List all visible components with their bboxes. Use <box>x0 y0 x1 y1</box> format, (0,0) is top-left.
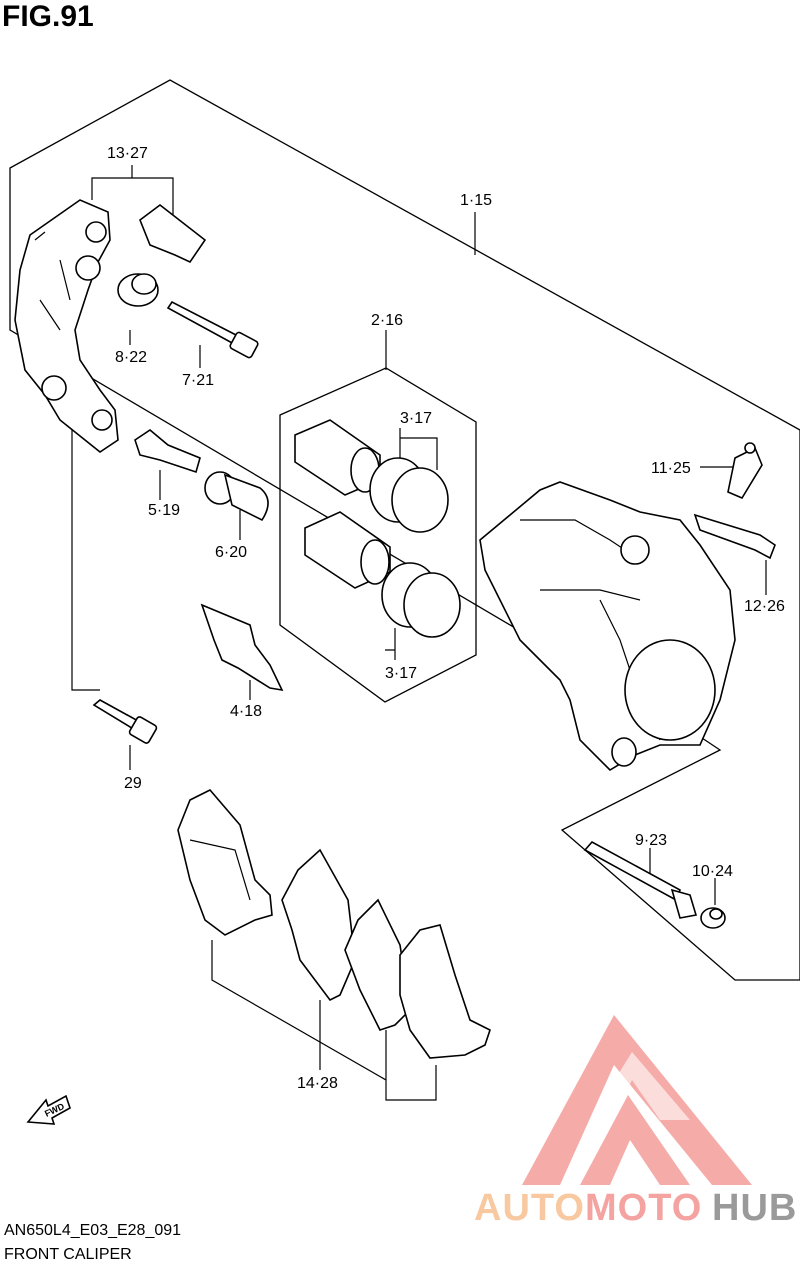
callout-6-20: 6·20 <box>215 544 247 561</box>
watermark-triangle-accent <box>590 1052 690 1120</box>
callout-29: 29 <box>124 775 142 792</box>
caliper-bracket <box>14 199 119 453</box>
pistons <box>294 419 391 589</box>
pad-spring <box>139 203 207 264</box>
bleeder-valve <box>727 442 763 500</box>
watermark-text-moto: MOTO <box>585 1187 702 1229</box>
callout-8-22: 8·22 <box>115 349 147 366</box>
callout-5-19: 5·19 <box>148 502 180 519</box>
figure-name: FRONT CALIPER <box>4 1246 132 1263</box>
callout-11-25: 11·25 <box>651 460 691 477</box>
slide-pin-lower <box>134 429 201 474</box>
caliper-body <box>479 481 736 772</box>
callout-13-27: 13·27 <box>107 145 148 162</box>
pin-boot <box>204 471 269 522</box>
callout-10-24: 10·24 <box>692 863 733 880</box>
callout-3-17-lower: 3·17 <box>385 665 417 682</box>
callout-7-21: 7·21 <box>182 372 214 389</box>
callout-12-26: 12·26 <box>744 598 785 615</box>
callout-4-18: 4·18 <box>230 703 262 720</box>
watermark-triangle-outer <box>522 1015 752 1185</box>
figure-title: FIG.91 <box>2 0 94 33</box>
pin-plug <box>700 907 726 929</box>
watermark-triangle-inner <box>580 1095 690 1185</box>
fwd-arrow-icon: FWD <box>26 1094 71 1125</box>
callout-3-17-upper: 3·17 <box>400 410 432 427</box>
watermark-text-hub: HUB <box>712 1187 797 1229</box>
callout-labels: 13·27 1·15 2·16 3·17 3·17 8·22 7·21 5·19… <box>107 145 785 1092</box>
callout-14-28: 14·28 <box>297 1075 338 1092</box>
brake-pads <box>177 789 491 1059</box>
mounting-bolt <box>92 699 158 744</box>
callout-2-16: 2·16 <box>371 312 403 329</box>
slide-pin-upper <box>166 300 259 359</box>
rubber-boot <box>117 273 159 307</box>
bleeder-cap <box>693 513 776 560</box>
pad-retainer <box>200 603 284 692</box>
watermark-text-auto: AUTO <box>474 1187 585 1229</box>
figure-code: AN650L4_E03_E28_091 <box>4 1222 182 1239</box>
piston-seals <box>369 457 461 638</box>
watermark-logo: AUTO MOTO HUB <box>474 1015 797 1229</box>
callout-1-15: 1·15 <box>460 192 492 209</box>
pad-pin <box>583 840 698 919</box>
callout-9-23: 9·23 <box>635 832 667 849</box>
